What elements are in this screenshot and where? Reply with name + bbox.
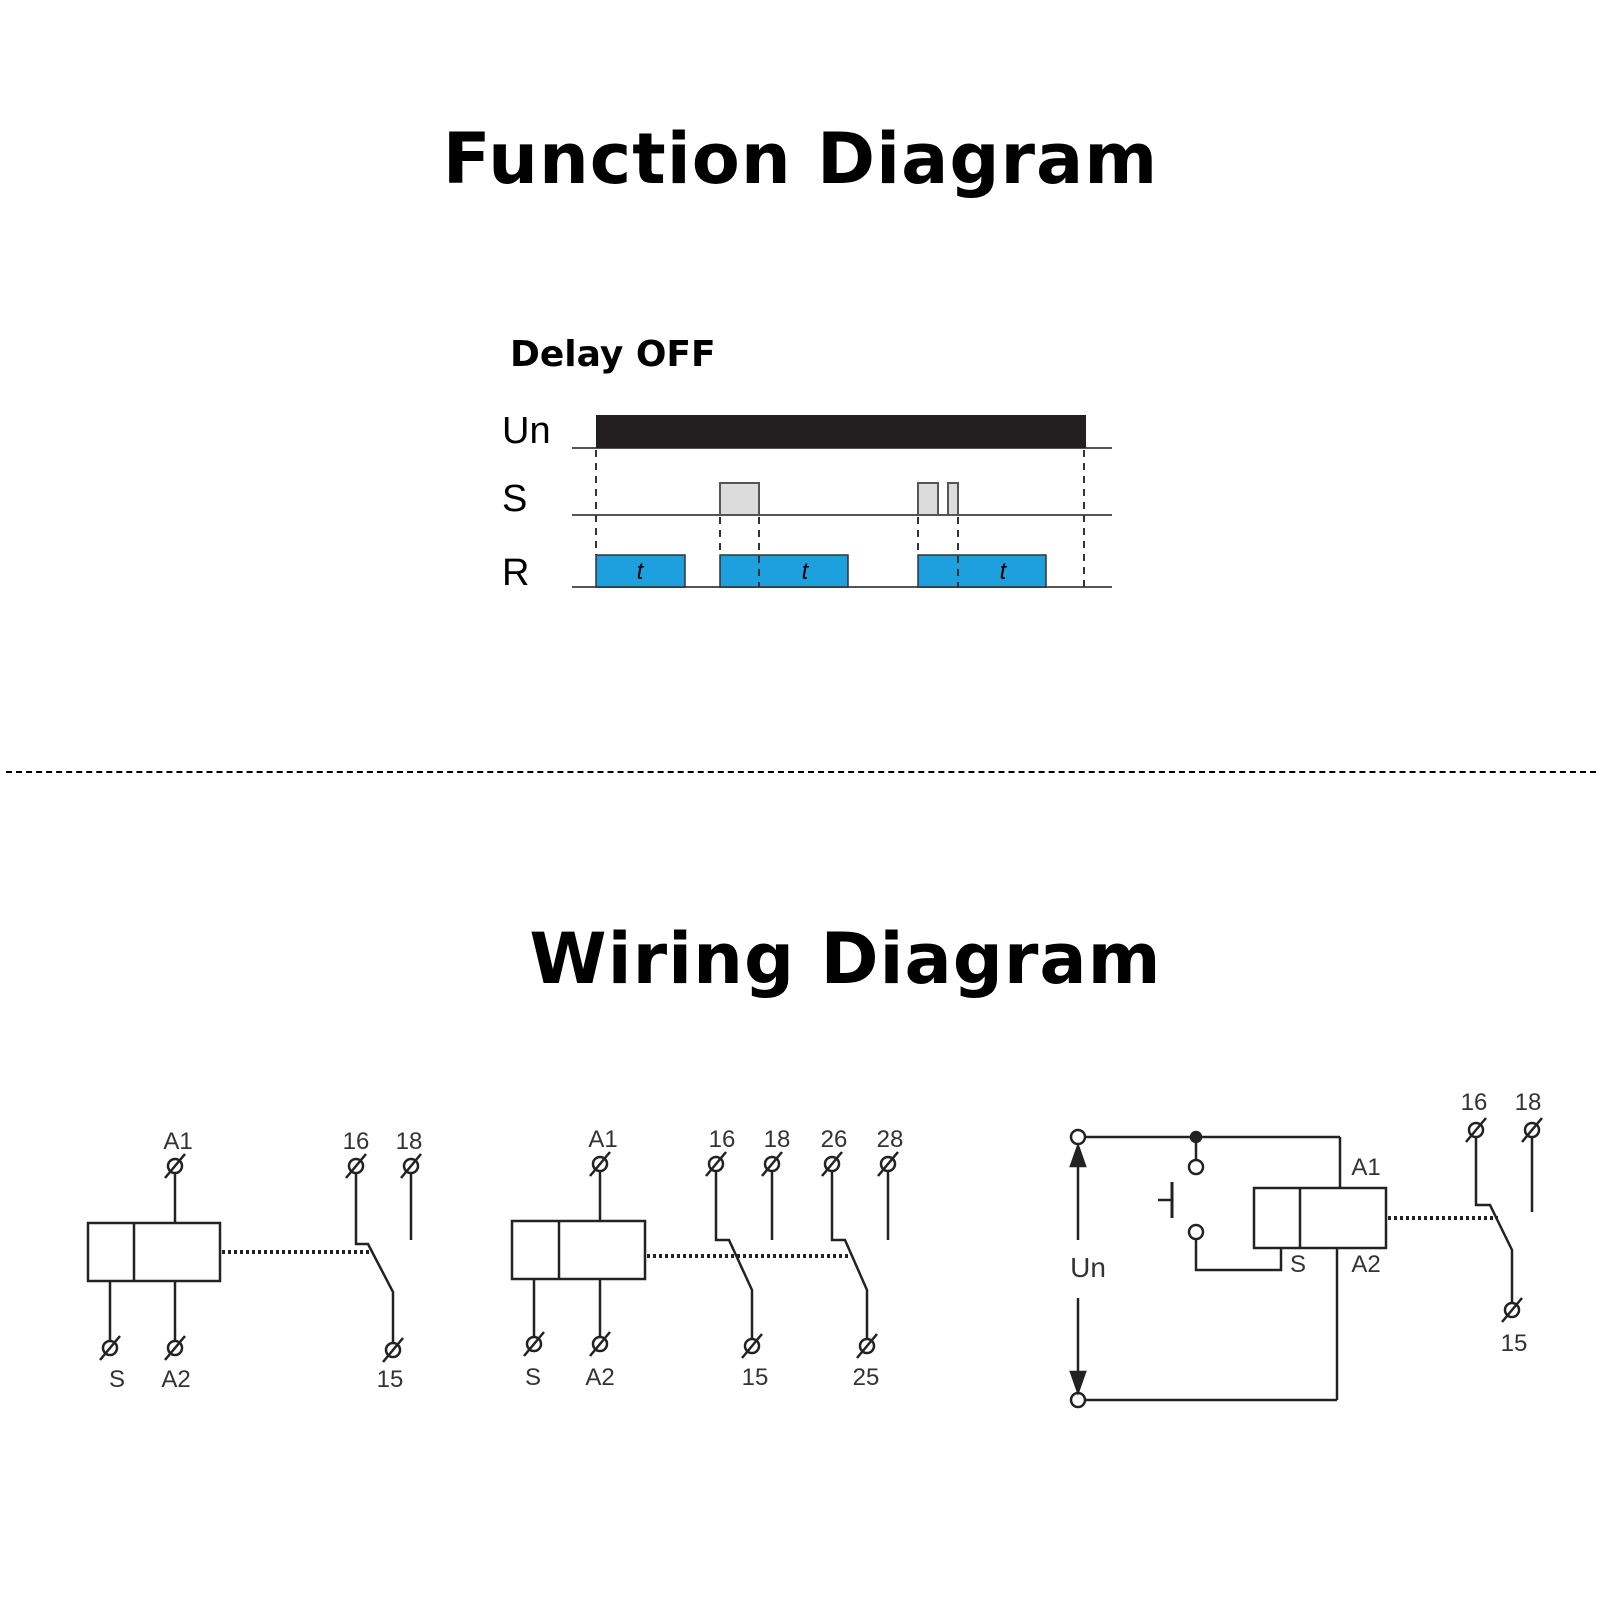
signal-pulse <box>917 482 939 516</box>
function-diagram-title: Function Diagram <box>442 118 1159 200</box>
timer-label: t <box>1000 558 1008 585</box>
wiring-diagram-1 <box>86 1166 413 1350</box>
label-s: S <box>1290 1251 1306 1278</box>
row-label-s: S <box>502 478 527 520</box>
timing-guides <box>595 450 1085 587</box>
label-a1: A1 <box>1351 1154 1380 1181</box>
label-18: 18 <box>1515 1089 1542 1116</box>
supply-terminal-top <box>1069 1128 1087 1146</box>
label-18: 18 <box>396 1128 423 1155</box>
label-28: 28 <box>877 1126 904 1153</box>
label-26: 26 <box>821 1126 848 1153</box>
wiring-diagrams: A1 16 18 S A2 15 A1 16 18 26 28 S A2 15 … <box>86 1089 1544 1409</box>
label-s: S <box>109 1366 125 1393</box>
wiring-diagram-3 <box>1069 1128 1534 1409</box>
label-25: 25 <box>853 1364 880 1391</box>
row-label-un: Un <box>502 410 551 452</box>
signal-pulse <box>947 482 959 516</box>
label-a2: A2 <box>585 1364 614 1391</box>
timer-label: t <box>637 558 645 585</box>
timer-label: t <box>802 558 810 585</box>
label-16: 16 <box>1461 1089 1488 1116</box>
label-15: 15 <box>377 1366 404 1393</box>
wiring-diagram-2 <box>510 1164 890 1346</box>
label-a2: A2 <box>161 1366 190 1393</box>
relay-on-bar <box>917 554 1047 588</box>
label-16: 16 <box>709 1126 736 1153</box>
wiring-diagram-title: Wiring Diagram <box>529 918 1162 1000</box>
delay-off-label: Delay OFF <box>510 334 716 375</box>
label-16: 16 <box>343 1128 370 1155</box>
timing-diagram: Un S R t t t <box>502 410 1112 594</box>
relay-on-bar <box>719 554 849 588</box>
row-label-r: R <box>502 552 529 594</box>
label-a1: A1 <box>163 1128 192 1155</box>
relay-on-bar <box>595 554 686 588</box>
label-s: S <box>525 1364 541 1391</box>
label-un: Un <box>1070 1252 1106 1283</box>
section-divider <box>6 771 1596 773</box>
signal-pulse <box>719 482 760 516</box>
label-a1: A1 <box>588 1126 617 1153</box>
supply-on-bar <box>596 415 1086 448</box>
label-a2: A2 <box>1351 1251 1380 1278</box>
label-18: 18 <box>764 1126 791 1153</box>
label-15: 15 <box>1501 1330 1528 1357</box>
label-15: 15 <box>742 1364 769 1391</box>
